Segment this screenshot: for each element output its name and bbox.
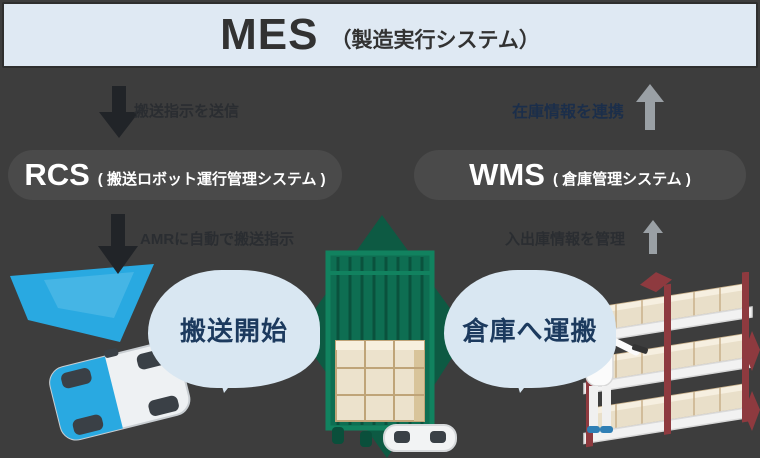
down-arrow-icon <box>99 86 139 138</box>
up-arrow-icon <box>643 220 663 254</box>
rcs-title: RCS <box>24 157 90 192</box>
rcs-box: RCS ( 搬送ロボット運行管理システム ) <box>8 150 342 200</box>
down-arrow-icon <box>98 214 138 274</box>
warehouse-rack-illustration <box>583 272 760 448</box>
wms-subtitle: ( 倉庫管理システム ) <box>552 170 691 188</box>
cage-cart-illustration <box>298 215 468 458</box>
wms-title: WMS <box>469 157 545 192</box>
flow-label-wms-to-mes: 在庫情報を連携 <box>512 104 625 121</box>
bubble-text: 搬送開始 <box>179 315 288 346</box>
mes-title: MES <box>220 10 319 59</box>
up-arrow-icon <box>636 84 664 130</box>
mes-box: MES （製造実行システム） <box>2 2 758 68</box>
rcs-subtitle: ( 搬送ロボット運行管理システム ) <box>97 170 326 188</box>
flow-label-rcs-to-amr: AMRに自動で搬送指示 <box>140 231 295 248</box>
speech-bubble-to-warehouse: 倉庫へ運搬 <box>444 270 616 393</box>
flow-label-mes-to-rcs: 搬送指示を送信 <box>134 103 240 120</box>
bubble-text: 倉庫へ運搬 <box>462 315 598 346</box>
speech-bubble-transport-start: 搬送開始 <box>148 270 320 393</box>
flow-label-wms-field: 入出庫情報を管理 <box>505 231 626 248</box>
wms-box: WMS ( 倉庫管理システム ) <box>414 150 746 200</box>
mes-subtitle: （製造実行システム） <box>330 29 540 52</box>
